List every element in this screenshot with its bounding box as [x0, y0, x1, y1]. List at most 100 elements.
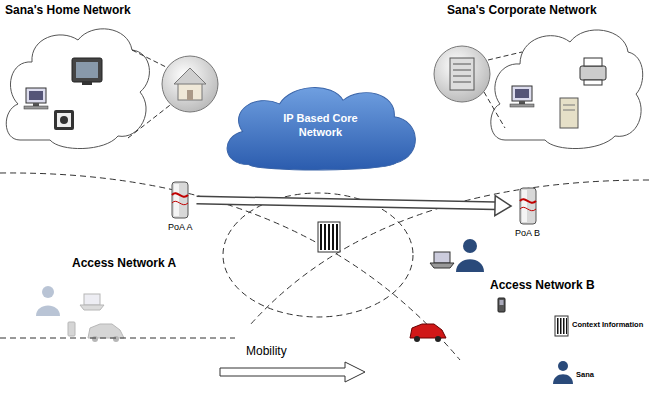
legend-context-icon-part — [563, 318, 565, 334]
corporate-cloud-part — [491, 30, 643, 149]
home-device-part — [60, 116, 68, 124]
corporate-building-part — [453, 76, 471, 77]
home-pc-part — [26, 88, 46, 103]
legend-context-icon-part — [557, 318, 559, 334]
corporate-pc-part — [510, 104, 534, 107]
laptop — [430, 252, 454, 268]
router-icon — [170, 180, 190, 220]
legend-context-icon-part — [555, 316, 568, 336]
router-icon — [518, 186, 538, 226]
legend-sana-icon-part — [558, 361, 568, 371]
context-information-icon-part — [318, 222, 340, 252]
phone-part — [500, 300, 504, 305]
router-icon-part — [174, 184, 179, 216]
legend-entry: Context Information — [572, 320, 643, 329]
corporate-printer-part — [584, 58, 602, 66]
red-car-part — [414, 336, 420, 342]
zoom-line — [488, 52, 522, 60]
faded-user-part — [84, 294, 100, 305]
red-car — [410, 324, 446, 342]
home-tv — [72, 58, 102, 85]
home-house — [162, 56, 218, 112]
router-icon-part — [520, 207, 536, 210]
home-pc-part — [33, 103, 39, 106]
legend-sana-icon — [553, 361, 573, 384]
network-name: Access Network B — [490, 278, 595, 292]
mobility-arrow — [220, 362, 365, 382]
arrow-head — [495, 196, 511, 216]
home-house-part — [162, 56, 218, 112]
corporate-pc-part — [519, 101, 525, 104]
faded-user-part — [80, 305, 104, 310]
router-icon-part — [172, 201, 188, 204]
corporate-pc-part — [512, 86, 532, 101]
home-tv-part — [72, 58, 102, 82]
context-information-icon-part — [328, 224, 330, 250]
handover-arrow — [196, 196, 511, 216]
user-sana-part — [463, 239, 477, 253]
corporate-printer-part — [584, 80, 602, 85]
context-information-icon — [318, 222, 340, 252]
faded-user-part — [92, 336, 98, 342]
corporate-printer-part — [580, 66, 606, 80]
corporate-pc-part — [515, 89, 529, 98]
router-icon-part — [172, 193, 188, 196]
access-point-router: PoA B — [513, 186, 542, 238]
router-icon-part — [172, 182, 188, 218]
phone-part — [498, 298, 505, 312]
corporate-server-part — [563, 110, 575, 111]
faded-user-part — [68, 322, 75, 336]
context-information-icon-part — [324, 224, 326, 250]
home-device-part — [57, 113, 71, 127]
corporate-printer — [580, 58, 606, 85]
legend-context-icon-part — [560, 318, 562, 334]
faded-user-part — [42, 286, 54, 298]
access-point-router: PoA A — [166, 180, 195, 232]
router-icon-part — [520, 199, 536, 202]
legend-entry: Sana — [576, 370, 594, 379]
router-icon-part — [522, 190, 527, 222]
corporate-cloud — [491, 30, 643, 149]
arrow-shaft — [196, 200, 497, 206]
core-network-cloud: IP Based Core Network — [218, 80, 423, 172]
access-point-name: PoA A — [168, 222, 193, 232]
faded-user-part — [88, 324, 124, 338]
phone — [498, 298, 505, 312]
network-name: Access Network A — [72, 256, 176, 270]
corporate-server-part — [563, 105, 575, 106]
user-sana — [456, 239, 484, 272]
cloud-outline — [227, 88, 415, 170]
zoom-line — [484, 92, 505, 128]
home-cloud — [6, 29, 149, 149]
laptop-part — [430, 263, 454, 268]
home-house-part — [174, 68, 206, 84]
network-name: IP Based Core Network — [266, 112, 376, 140]
corporate-server — [560, 98, 578, 128]
home-tv-part — [76, 62, 98, 78]
user-sana-part — [456, 259, 484, 272]
legend-context-icon — [555, 316, 568, 336]
legend-text: Context Information — [572, 320, 643, 329]
corporate-building-part — [434, 46, 490, 102]
corporate-server-part — [560, 98, 578, 128]
router-icon-part — [520, 188, 536, 224]
zoom-line — [132, 50, 168, 68]
faded-user — [36, 286, 124, 342]
home-device-part — [54, 110, 74, 130]
corporate-pc — [510, 86, 534, 107]
corporate-building-part — [450, 58, 474, 90]
home-pc-part — [29, 91, 43, 100]
home-house-part — [187, 90, 193, 100]
faded-user-part — [113, 336, 119, 342]
corporate-building-part — [453, 82, 471, 83]
context-information-icon-part — [332, 224, 334, 250]
access-point-name: PoA B — [515, 228, 540, 238]
home-device — [54, 110, 74, 130]
red-car-part — [410, 324, 446, 338]
zoom-line — [128, 102, 174, 138]
motion-label: Mobility — [246, 344, 287, 358]
home-cloud-part — [6, 29, 149, 149]
legend-sana-icon-part — [553, 374, 573, 384]
